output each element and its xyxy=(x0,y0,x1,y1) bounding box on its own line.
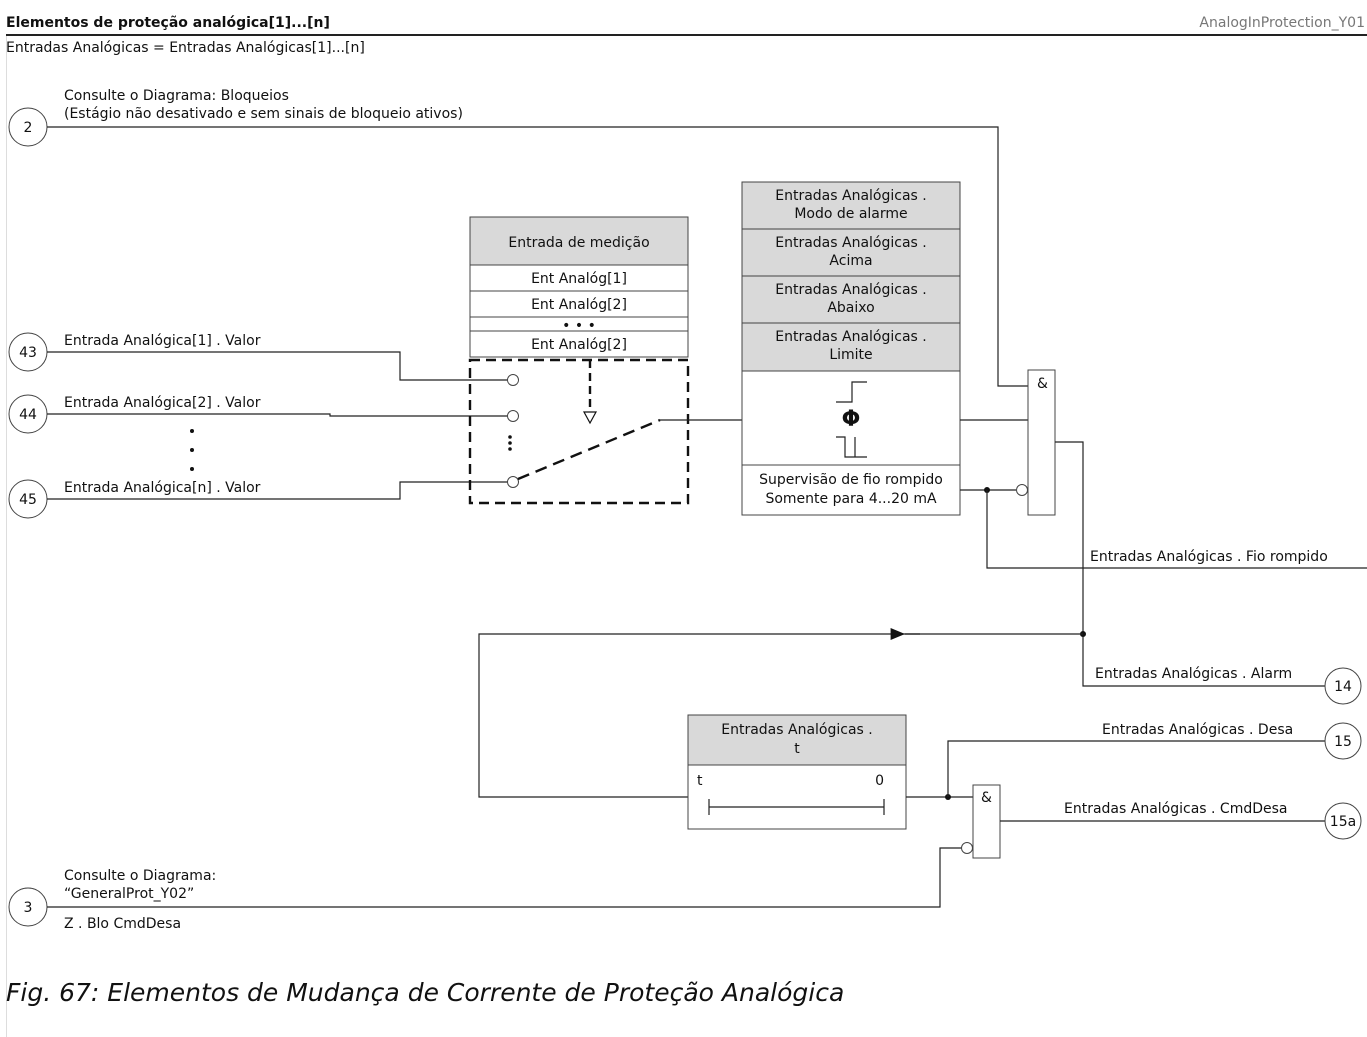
ai1-switch-contact xyxy=(507,374,519,386)
wire-break-line2: Somente para 4...20 mA xyxy=(765,491,937,507)
ai2-label: Entrada Analógica[2] . Valor xyxy=(64,395,261,411)
trip-cmd-label: Entradas Analógicas . CmdDesa xyxy=(1064,801,1288,817)
alarm-label: Entradas Analógicas . Alarm xyxy=(1095,666,1292,682)
ai2-wire xyxy=(47,413,507,417)
connector-43-number: 43 xyxy=(19,345,37,361)
setting-4-line2: Limite xyxy=(829,347,872,363)
setting-3-line1: Entradas Analógicas . xyxy=(775,282,926,298)
setting-2-line2: Acima xyxy=(829,253,872,269)
and-gate-1-body xyxy=(1027,369,1056,516)
blocking-wire xyxy=(47,126,1028,387)
setting-3-line2: Abaixo xyxy=(827,300,874,316)
blo-trip-wire xyxy=(47,847,961,908)
input-blo-trip: 3 Consulte o Diagrama: “GeneralProt_Y02”… xyxy=(8,842,973,932)
input-blocking: 2 Consulte o Diagrama: Bloqueios (Estági… xyxy=(8,88,1028,387)
measurement-header-cell xyxy=(469,216,689,266)
blocking-ref-line2: (Estágio não desativado e sem sinais de … xyxy=(64,106,463,122)
falling-edge-icon xyxy=(836,436,867,458)
selector-arrow-icon xyxy=(582,411,598,425)
wire-break-line1: Supervisão de fio rompido xyxy=(759,472,943,488)
comparator-block: Entradas Analógicas . Modo de alarme Ent… xyxy=(741,181,961,516)
connector-14-number: 14 xyxy=(1334,679,1352,695)
input-ain: 45 Entrada Analógica[n] . Valor xyxy=(8,476,519,519)
wire-break-cell xyxy=(741,464,961,516)
and2-inverted-input xyxy=(961,842,973,854)
measurement-row-1: Ent Analóg[1] xyxy=(531,271,627,287)
connector-15-circle xyxy=(1324,722,1362,760)
alarm-output-wire xyxy=(1055,441,1325,687)
setting-1-line1: Entradas Analógicas . xyxy=(775,188,926,204)
ain-label: Entrada Analógica[n] . Valor xyxy=(64,480,261,496)
ai1-wire xyxy=(47,351,507,381)
wire-broken-label: Entradas Analógicas . Fio rompido xyxy=(1090,549,1328,565)
timer-header-cell xyxy=(687,714,907,766)
blo-trip-ref-line2: “GeneralProt_Y02” xyxy=(64,886,194,902)
connector-14-circle xyxy=(1324,667,1362,705)
blo-trip-signal: Z . Blo CmdDesa xyxy=(64,916,181,932)
setting-4-cell xyxy=(741,322,961,372)
setting-1-line2: Modo de alarme xyxy=(794,206,907,222)
ai2-switch-contact xyxy=(507,410,519,422)
page-left-rule xyxy=(6,36,7,1037)
timer-header-line1: Entradas Analógicas . xyxy=(721,722,872,738)
blo-trip-ref-line1: Consulte o Diagrama: xyxy=(64,868,216,884)
selector-switch-frame xyxy=(468,358,690,505)
and-gate-2: & xyxy=(972,784,1001,859)
timer-t-label: t xyxy=(697,773,703,789)
diagram-subtitle: Entradas Analógicas = Entradas Analógica… xyxy=(6,40,365,56)
diagram-title: Elementos de proteção analógica[1]...[n] xyxy=(6,15,330,31)
input-ellipsis xyxy=(190,429,512,471)
measurement-input-block: Entrada de medição Ent Analóg[1] Ent Ana… xyxy=(468,216,742,505)
connector-45-number: 45 xyxy=(19,492,37,508)
connector-2-number: 2 xyxy=(24,120,33,136)
timer-body-cell xyxy=(687,764,907,830)
timer-header-line2: t xyxy=(794,741,800,757)
measurement-row-2: Ent Analóg[2] xyxy=(531,297,627,313)
setting-2-cell xyxy=(741,228,961,277)
measurement-row-1-cell xyxy=(469,264,689,292)
diagram-code: AnalogInProtection_Y01 xyxy=(1199,15,1365,31)
setting-1-cell xyxy=(741,181,961,230)
ai1-label: Entrada Analógica[1] . Valor xyxy=(64,333,261,349)
measurement-row-4-cell xyxy=(469,330,689,358)
input-ai1: 43 Entrada Analógica[1] . Valor xyxy=(8,332,519,386)
measurement-row-3: • • • xyxy=(562,318,596,334)
setting-2-line1: Entradas Analógicas . xyxy=(775,235,926,251)
measurement-header: Entrada de medição xyxy=(508,235,649,251)
setting-4-line1: Entradas Analógicas . xyxy=(775,329,926,345)
figure-caption: Fig. 67: Elementos de Mudança de Corrent… xyxy=(6,978,845,1007)
and-gate-2-body xyxy=(972,784,1001,859)
feedback-wire xyxy=(478,633,1083,798)
header-bar: Elementos de proteção analógica[1]...[n]… xyxy=(6,0,1367,36)
input-ai2: 44 Entrada Analógica[2] . Valor xyxy=(8,394,519,434)
trip-output-wire xyxy=(947,740,1325,797)
and-gate-1: & xyxy=(1027,369,1056,516)
blocking-ref-line1: Consulte o Diagrama: Bloqueios xyxy=(64,88,289,104)
connector-3-number: 3 xyxy=(24,900,33,916)
ain-switch-contact xyxy=(507,476,519,488)
trip-label: Entradas Analógicas . Desa xyxy=(1102,722,1293,738)
measurement-row-4: Ent Analóg[2] xyxy=(531,337,627,353)
connector-15a-number: 15a xyxy=(1330,814,1356,830)
rising-edge-icon xyxy=(836,381,867,403)
and-gate-1-symbol: & xyxy=(1037,376,1048,392)
timer-block: Entradas Analógicas . t t 0 xyxy=(687,714,907,830)
connector-15a-circle xyxy=(1324,802,1362,840)
connector-44-number: 44 xyxy=(19,407,37,423)
connector-15-number: 15 xyxy=(1334,734,1352,750)
and-gate-2-symbol: & xyxy=(981,790,992,806)
wire-broken-output-wire xyxy=(986,490,1367,569)
selector-blade xyxy=(517,418,661,481)
comparator-symbol-cell xyxy=(741,370,961,466)
measurement-row-2-cell xyxy=(469,290,689,318)
timer-zero-label: 0 xyxy=(875,773,884,789)
ain-wire xyxy=(47,481,507,500)
phi-symbol: Φ xyxy=(842,407,861,432)
setting-3-cell xyxy=(741,275,961,324)
and1-inverted-input xyxy=(1016,484,1028,496)
